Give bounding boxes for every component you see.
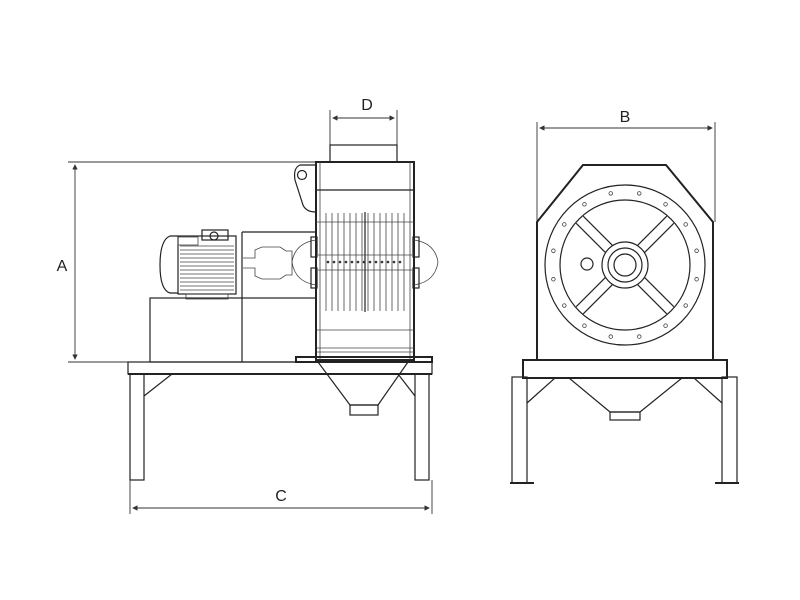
dimension-d-label: D <box>361 97 373 114</box>
dimension-c: C <box>129 480 433 514</box>
dimension-a: A <box>57 161 316 363</box>
dimension-d: D <box>329 97 398 145</box>
hinge-icon <box>296 169 308 181</box>
outlet <box>349 404 379 416</box>
side-view: A D <box>57 97 439 514</box>
front-housing <box>536 164 714 360</box>
dimension-c-label: C <box>275 488 287 505</box>
front-stand <box>510 359 739 484</box>
terminal-box-icon <box>209 231 219 241</box>
inlet-chute <box>329 144 398 163</box>
mill-housing <box>293 161 415 361</box>
motor-base <box>149 297 317 363</box>
dimension-b-label: B <box>620 109 631 126</box>
bearing-right <box>413 239 439 286</box>
dimension-a-label: A <box>57 258 68 275</box>
bearing-left <box>291 239 317 286</box>
electric-motor <box>159 229 237 300</box>
support-table <box>127 356 433 481</box>
rotor-door <box>544 184 706 346</box>
coupling-guard <box>241 231 316 362</box>
rotor-hammers <box>318 212 412 312</box>
front-view: B <box>510 109 739 484</box>
dimension-b: B <box>536 109 716 222</box>
